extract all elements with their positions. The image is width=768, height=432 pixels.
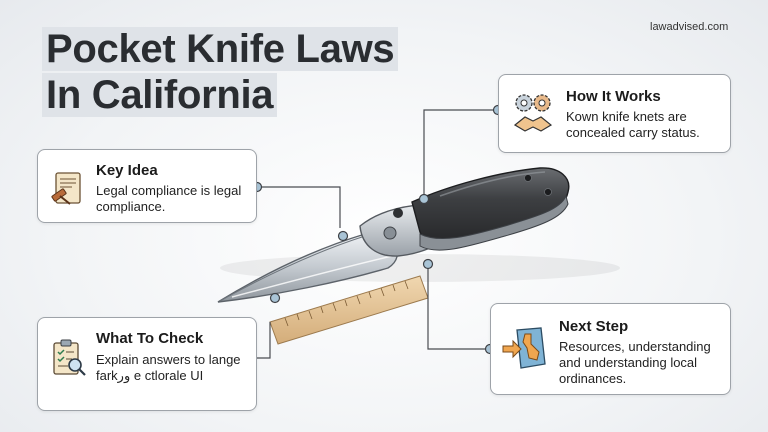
gears-handshake-icon bbox=[513, 94, 553, 132]
blade-spine bbox=[219, 235, 366, 302]
next-step-title: Next Step bbox=[559, 318, 629, 335]
key-idea-card: Key Idea Legal compliance is legal compl… bbox=[37, 149, 257, 223]
what-to-check-title: What To Check bbox=[96, 330, 204, 347]
map-arrow-icon bbox=[502, 327, 546, 369]
page-title-line-2: In California bbox=[36, 72, 283, 118]
scroll-gavel-icon bbox=[51, 172, 81, 205]
how-it-works-body: Kown knife knets are concealed carry sta… bbox=[566, 109, 700, 140]
what-to-check-body: Explain answers to lange farkور e ctlora… bbox=[96, 352, 241, 383]
handle-liner bbox=[419, 194, 569, 251]
next-step-body: Resources, understanding and understandi… bbox=[559, 339, 711, 386]
key-idea-body: Legal compliance is legal compliance. bbox=[96, 183, 242, 214]
connector-how-it-works bbox=[423, 109, 498, 198]
page-title-line-1: Pocket Knife Laws bbox=[36, 26, 404, 72]
what-to-check-card: What To Check Explain answers to lange f… bbox=[37, 317, 257, 411]
site-url: lawadvised.com bbox=[650, 21, 729, 33]
connector-key-idea bbox=[257, 186, 341, 228]
thumb-stud bbox=[393, 208, 403, 218]
clipboard-magnifier-icon bbox=[53, 339, 86, 376]
handle-screw-1 bbox=[524, 174, 532, 182]
handle-screw-2 bbox=[544, 188, 552, 196]
key-idea-title: Key Idea bbox=[96, 162, 158, 179]
next-step-card: Next Step Resources, understanding and u… bbox=[490, 303, 731, 395]
handle-highlight bbox=[439, 171, 546, 197]
how-it-works-card: How It Works Kown knife knets are concea… bbox=[498, 74, 731, 153]
pivot-screw bbox=[383, 226, 397, 240]
node-what-to-check-knife bbox=[269, 292, 281, 304]
node-how-it-works-knife bbox=[418, 193, 430, 205]
node-next-step-knife bbox=[422, 258, 434, 270]
blade-bevel-line bbox=[231, 255, 393, 298]
connector-next-step bbox=[427, 264, 490, 350]
node-key-idea-knife bbox=[337, 230, 349, 242]
how-it-works-title: How It Works bbox=[566, 88, 661, 105]
